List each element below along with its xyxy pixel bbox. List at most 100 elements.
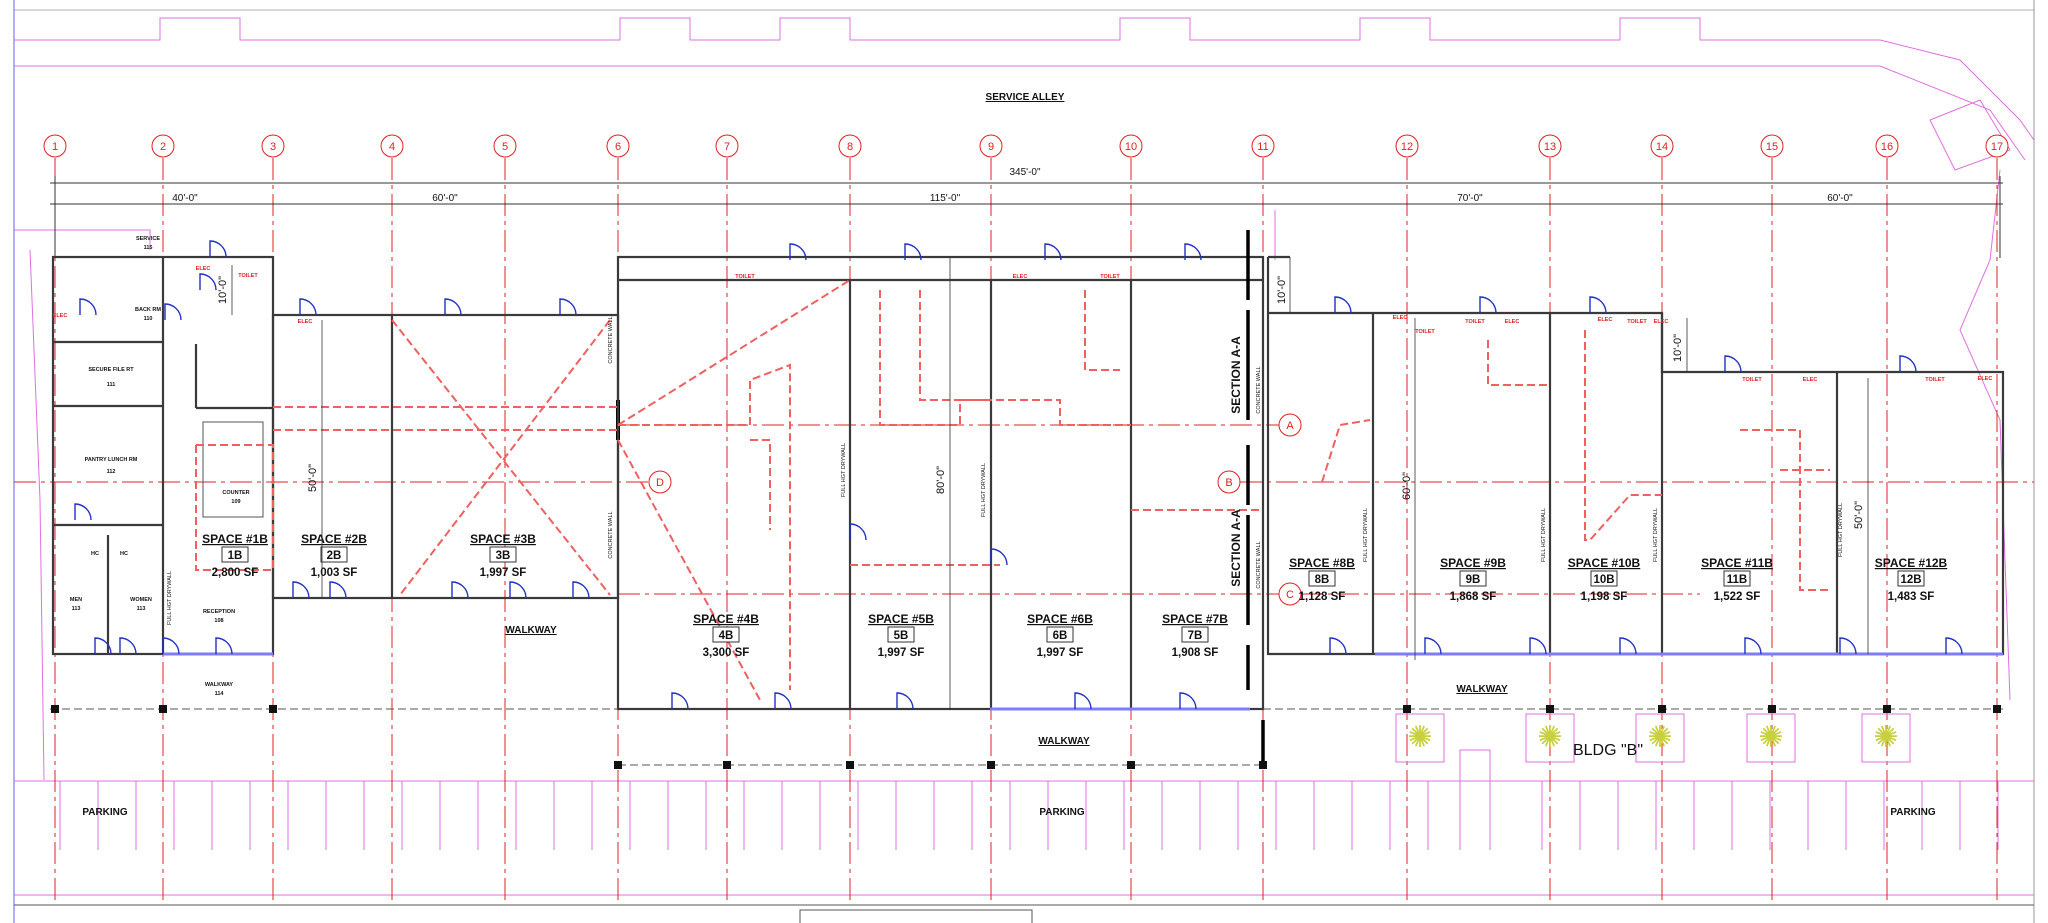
grid-bubble-1 [43,134,67,158]
grid-bubble-12 [1395,134,1419,158]
column [1403,705,1411,713]
grid-column-label: 3 [270,141,276,153]
space-id-box [887,626,915,643]
elec-label: ELEC [1598,317,1613,323]
planter-box [1525,713,1575,763]
door-swing [990,548,1008,566]
door-swing [451,581,469,599]
room-name: SERVICE [136,236,160,242]
parking-label: PARKING [1039,807,1085,818]
dimension-segment: 60'-0" [1827,193,1853,204]
grid-row-label: B [1225,477,1232,489]
grid-column-label: 14 [1656,141,1668,153]
space-id-box [320,546,348,563]
grid-bubble-7 [715,134,739,158]
door-swing [896,692,914,710]
vertical-dimension: 80'-0" [935,466,947,494]
door-swing [774,692,792,710]
room-name: BACK RM [135,307,161,313]
room-number: 111 [107,382,116,388]
vertical-dimension: 10'-0" [217,276,229,304]
space-id: 7B [1188,630,1203,642]
elec-label: ELEC [298,319,313,325]
toilet-label: TOILET [238,273,258,279]
door-swing [209,240,227,258]
space-area: 1,128 SF [1299,591,1346,603]
column [846,761,854,769]
column [269,705,277,713]
door-swing [119,637,137,655]
toilet-label: TOILET [735,274,755,280]
space-area: 1,868 SF [1450,591,1497,603]
door-swing [572,581,590,599]
elec-label: ELEC [1013,274,1028,280]
walkway-edge [50,708,2003,766]
room-name: WOMEN [130,597,152,603]
space-area: 1,483 SF [1888,591,1935,603]
space-id: 11B [1727,574,1747,586]
room-number: 113 [137,606,146,612]
tree-icon: ✺ [1537,721,1562,754]
grid-bubble-6 [606,134,630,158]
planter-box [1861,713,1911,763]
grid-column-label: 11 [1257,141,1268,153]
door-swing [1589,296,1607,314]
space-id: 2B [327,550,342,562]
planters: ✺✺✺✺✺ [1395,713,1911,763]
site-property-lines [14,17,2035,896]
elec-label: ELEC [1803,377,1818,383]
door-swing [1839,637,1857,655]
door-swing [1329,637,1347,655]
space-area: 1,997 SF [480,567,527,579]
grid-column-label: 12 [1401,141,1413,153]
grid-row-d: D [648,470,672,494]
grid-bubble-4 [380,134,404,158]
dimension-segment: 40'-0" [172,193,198,204]
space-title: SPACE #1B [202,532,268,546]
tree-icon: ✺ [1873,721,1898,754]
space-id-box [1046,626,1074,643]
sheet-frame [13,0,2035,923]
toilet-label: TOILET [1627,319,1647,325]
vertical-dimension: 10'-0" [1276,276,1288,304]
elec-label: ELEC [1393,315,1408,321]
space-id: 9B [1466,574,1481,586]
door-swing [1619,637,1637,655]
walkway-label: WALKWAY [1038,736,1090,747]
space-area: 1,908 SF [1172,647,1219,659]
door-swing [559,298,577,316]
drywall-label: FULL HGT DRYWALL [841,443,847,497]
door-swing [199,273,217,291]
space-title: SPACE #7B [1162,612,1228,626]
space-title: SPACE #12B [1875,556,1948,570]
vertical-dimension: 10'-0" [1672,334,1684,362]
door-swing [1044,243,1062,261]
planter-box [1746,713,1796,763]
door-swing [1945,637,1963,655]
dimension-segment: 70'-0" [1457,193,1483,204]
walkway-room-name: WALKWAY [205,682,234,688]
drywall-label: FULL HGT DRYWALL [1838,503,1844,557]
space-id-box [221,546,249,563]
column [51,705,59,713]
vertical-dimension: 60'-0" [1401,472,1413,500]
door-swing [162,637,180,655]
planter-box [1635,713,1685,763]
walkway-room-number: 114 [215,691,225,697]
grid-bubble-9 [979,134,1003,158]
grid-row-a: A [1278,413,1302,437]
toilet-label: TOILET [1415,329,1435,335]
grid-column-label: 10 [1125,141,1137,153]
grid-row-label: A [1286,420,1294,432]
space-id-box [1897,570,1925,587]
tree-icon: ✺ [1647,721,1672,754]
door-swing [1899,355,1917,373]
elec-label: ELEC [1654,319,1669,325]
space-id-box [1459,570,1487,587]
parking-label: PARKING [82,807,128,818]
space-area: 3,300 SF [703,647,750,659]
elec-label: ELEC [53,313,68,319]
